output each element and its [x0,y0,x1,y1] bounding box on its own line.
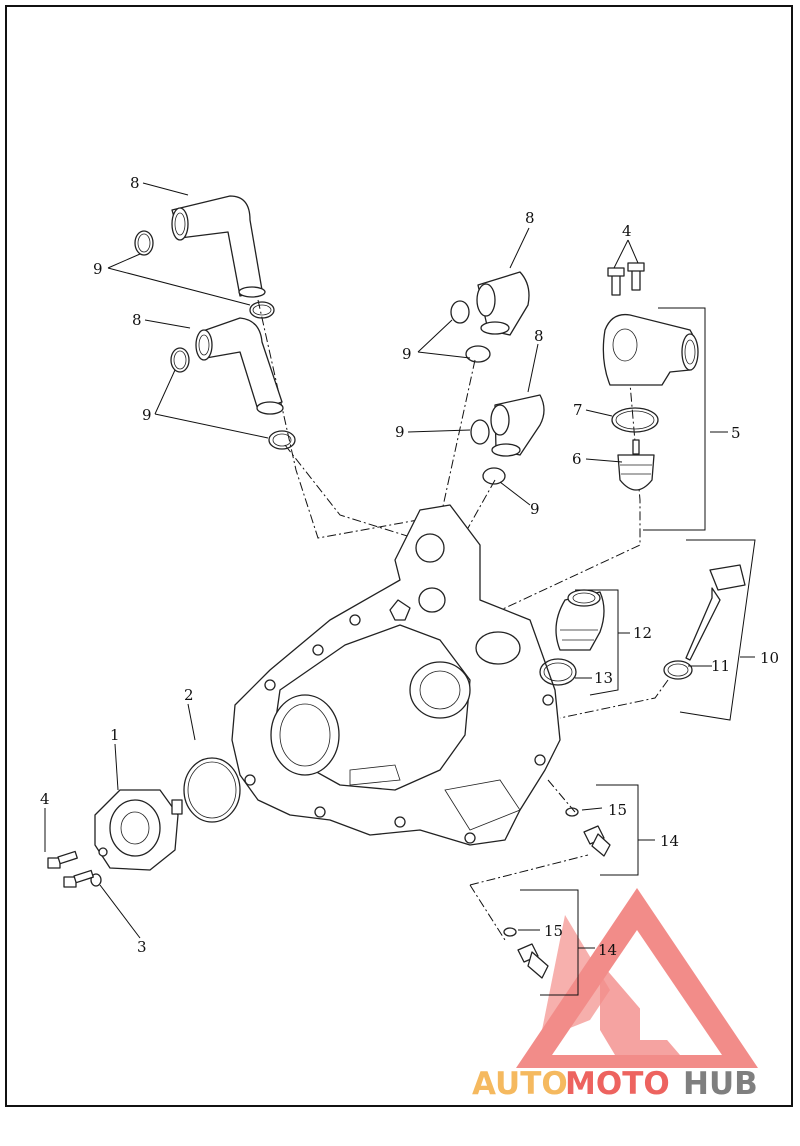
callout-9: 9 [395,423,405,441]
callout-9: 9 [530,500,540,518]
o-ring-9-f [470,419,506,485]
fitting-14-b [517,943,549,979]
callout-5: 5 [731,424,741,442]
o-ring-13 [539,658,577,686]
o-ring-9-c [170,347,190,373]
o-ring-9-a [134,230,154,256]
elbow-hose-8-middle-left [195,317,284,415]
callout-14: 14 [660,832,679,850]
bolt-4-pair-left [47,850,94,888]
crankcase-cover [231,504,561,846]
wordmark-auto: AUTO [472,1066,568,1102]
bolt-4-pair-top [607,262,645,296]
gasket-2 [183,757,241,823]
water-pump-1 [94,789,183,871]
callout-15: 15 [544,922,563,940]
dipstick-10 [685,564,746,661]
callout-4: 4 [40,790,50,808]
automotohub-wordmark: AUTO MOTO HUB [472,1066,758,1102]
washer-15-a [565,807,579,817]
callout-15: 15 [608,801,627,819]
automotohub-logo [516,888,758,1068]
callout-8: 8 [525,209,535,227]
elbow-hose-8-upper-center [476,271,530,336]
page-border [5,5,793,1107]
leader-lines [44,182,756,996]
thermostat-housing [602,313,699,386]
gasket-7 [611,407,659,433]
wordmark-moto: MOTO [565,1066,670,1102]
callout-3: 3 [137,938,147,956]
o-ring-9-b [249,301,275,319]
callout-9: 9 [142,406,152,424]
callout-1: 1 [110,726,120,744]
fitting-12 [555,589,605,651]
callout-4: 4 [622,222,632,240]
callout-labels: 8 9 8 9 8 9 8 9 9 4 5 7 6 12 13 11 10 1 … [40,174,779,959]
callout-8: 8 [534,327,544,345]
elbow-hose-8-middle-center [490,394,545,457]
callout-14: 14 [598,941,617,959]
callout-2: 2 [184,686,194,704]
elbow-hose-8-upper-left [171,195,266,298]
washer-15-b [503,927,517,937]
callout-6: 6 [572,450,582,468]
callout-7: 7 [573,401,583,419]
callout-11: 11 [711,657,730,675]
callout-9: 9 [93,260,103,278]
callout-13: 13 [594,669,613,687]
o-ring-9-d [268,430,296,450]
callout-8: 8 [132,311,142,329]
o-ring-11 [663,660,693,680]
seal-3 [90,873,102,887]
o-ring-9-e [450,300,491,363]
callout-9: 9 [402,345,412,363]
wordmark-hub: HUB [683,1066,758,1102]
callout-10: 10 [760,649,779,667]
callout-12: 12 [633,624,652,642]
fitting-14-a [583,825,611,857]
thermostat-6 [617,439,655,491]
callout-8: 8 [130,174,140,192]
